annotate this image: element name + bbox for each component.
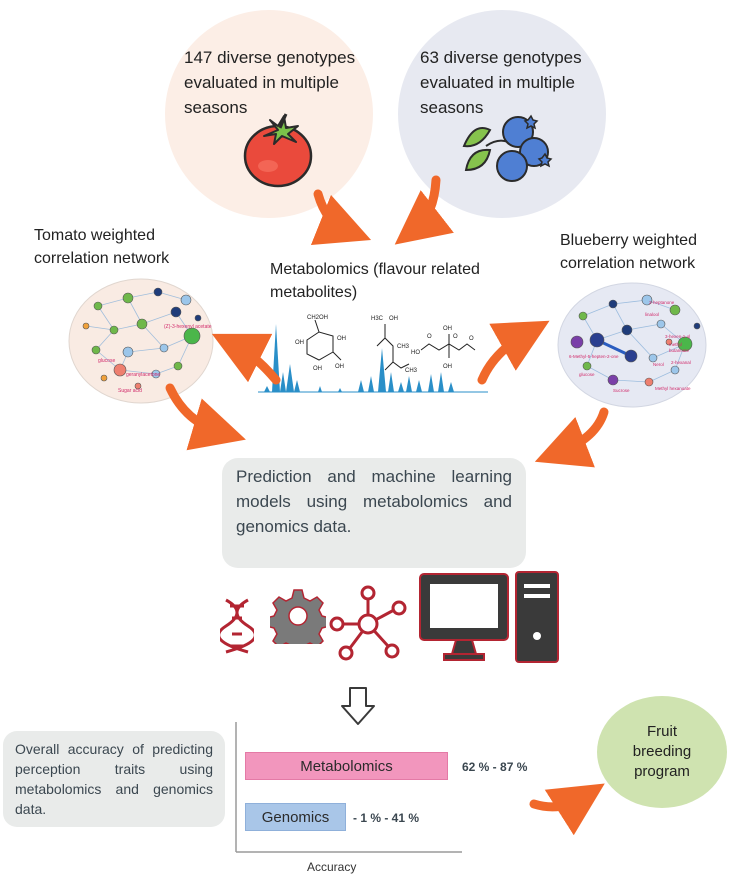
blueberry-node-label: linalool <box>645 312 659 317</box>
tomato-network-title: Tomato weighted correlation network <box>34 227 170 267</box>
accuracy-axes <box>235 722 462 853</box>
accuracy-axis-label: Accuracy <box>307 860 357 874</box>
metabolite-structures: CH2OH OH OH OH OH H3C OH CH3 CH3 HO O OH… <box>295 315 476 374</box>
prediction-box: Prediction and machine learning models u… <box>222 458 526 568</box>
blueberry-to-metabolomics-arrow <box>394 175 454 245</box>
metabolomics-bar: Metabolomics <box>245 752 448 780</box>
tomato-genotype-text: 147 diverse genotypes evaluated in multi… <box>184 48 356 117</box>
blueberry-network-graph: 2-heptanone linalool 3-hexen-1-ol methyl… <box>557 282 707 408</box>
blueberry-node-label: Nerol <box>653 362 664 367</box>
sugar-label: OH <box>337 336 346 342</box>
blueberry-to-prediction-arrow <box>534 407 609 468</box>
tomato-to-prediction-arrow <box>165 383 246 451</box>
outcome-line: breeding <box>632 743 692 760</box>
gear-icon <box>270 589 326 644</box>
accuracy-description-box: Overall accuracy of predicting perceptio… <box>3 731 225 827</box>
down-arrow-icon <box>341 687 375 725</box>
dna-icon <box>220 598 254 654</box>
citric-label: OH <box>443 364 452 370</box>
metabolomics-to-blueberry-arrow <box>477 320 550 385</box>
linalool-label: CH3 <box>405 368 418 374</box>
sugar-label: OH <box>295 340 304 346</box>
linalool-label: H3C <box>371 316 384 322</box>
blueberry-node-label: 3-hexen-1-ol <box>665 334 690 339</box>
tomato-node-label: geranylacetone <box>126 372 160 378</box>
sugar-label: OH <box>313 366 322 372</box>
citric-label: O <box>469 336 474 342</box>
computer-icon <box>419 571 559 663</box>
outcome-line: Fruit <box>647 723 677 740</box>
blueberry-node-label: butanoate <box>669 348 690 353</box>
linalool-label: OH <box>389 316 398 322</box>
tomato-node-label: (Z)-3-hexenyl acetate <box>164 324 212 330</box>
citric-label: O <box>427 334 432 340</box>
blueberry-node-label: 2-heptanone <box>649 300 675 305</box>
accuracy-to-breeding-arrow <box>529 783 605 836</box>
genomics-range: - 1 % - 41 % <box>353 811 420 825</box>
tomato-network-graph: (Z)-3-hexenyl acetate glucose geranylace… <box>68 278 214 404</box>
fruit-breeding-program-node: Fruit breeding program <box>597 696 727 808</box>
blueberry-node-label: 2-hexanal <box>671 360 691 365</box>
metabolomics-to-tomato-arrow <box>211 333 281 385</box>
tomato-icon <box>243 113 313 188</box>
tomato-to-metabolomics-arrow <box>310 189 372 246</box>
metabolomics-title: Metabolomics (flavour related metabolite… <box>270 261 480 301</box>
sugar-label: OH <box>335 364 344 370</box>
linalool-label: CH3 <box>397 344 410 350</box>
network-icon <box>329 585 407 661</box>
citric-label: HO <box>411 350 420 356</box>
citric-label: O <box>453 334 458 340</box>
tomato-node-label: glucose <box>98 358 115 364</box>
blueberry-node-label: Methyl hexanoate <box>655 386 691 391</box>
blueberry-node-label: 6-Methyl-5-hepten-2-one <box>569 354 619 359</box>
blueberry-node-label: methyl <box>669 342 682 347</box>
outcome-line: program <box>634 763 690 780</box>
blueberry-node-label: Sucrose <box>613 388 630 393</box>
genomics-bar: Genomics <box>245 803 346 831</box>
blueberry-genotype-text: 63 diverse genotypes evaluated in multip… <box>420 48 582 117</box>
metabolomics-bar-label: Metabolomics <box>300 757 393 775</box>
citric-label: OH <box>443 326 452 332</box>
sugar-label: CH2OH <box>307 315 328 321</box>
metabolomics-range: 62 % - 87 % <box>462 760 528 774</box>
blueberry-node-label: glucose <box>579 372 595 377</box>
blueberry-network-title: Blueberry weighted correlation network <box>560 232 697 272</box>
tomato-node-label: Sugar acid <box>118 388 142 394</box>
genomics-bar-label: Genomics <box>261 808 330 826</box>
blueberry-icon <box>462 114 553 182</box>
